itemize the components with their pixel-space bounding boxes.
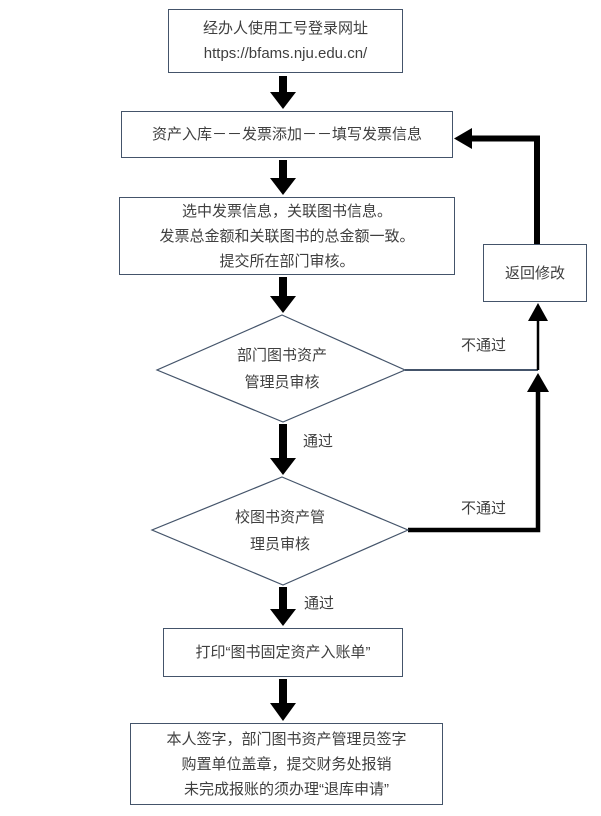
arrow-deptreview-to-schoolreview bbox=[270, 424, 296, 475]
invoice-box: 资产入库－－发票添加－－填写发票信息 bbox=[121, 111, 453, 158]
print-box: 打印“图书固定资产入账单” bbox=[163, 628, 403, 677]
return-modify-box: 返回修改 bbox=[483, 244, 587, 302]
school-review-text: 校图书资产管 理员审核 bbox=[152, 503, 408, 559]
arrow-print-to-final bbox=[270, 679, 296, 721]
line-schoolreview-fail bbox=[408, 373, 549, 533]
final-line2: 购置单位盖章，提交财务处报销 bbox=[181, 755, 392, 773]
login-url: https://bfams.nju.edu.cn/ bbox=[203, 45, 368, 62]
school-review-line2: 理员审核 bbox=[249, 536, 310, 553]
dept-review-line2: 管理员审核 bbox=[244, 374, 320, 391]
link-info-line1: 选中发票信息，关联图书信息。 bbox=[181, 202, 392, 220]
decision-dept-review bbox=[155, 314, 407, 423]
arrow-returnmodify-to-invoice bbox=[454, 128, 540, 245]
final-line1: 本人签字，部门图书资产管理员签字 bbox=[166, 730, 407, 748]
arrow-junction-to-returnmodify bbox=[528, 303, 548, 370]
start-text: 经办人使用工号登录网址 bbox=[202, 20, 368, 37]
link-info-line2: 发票总金额和关联图书的总金额一致。 bbox=[159, 227, 415, 245]
print-text: 打印“图书固定资产入账单” bbox=[195, 644, 371, 661]
link-info-box: 选中发票信息，关联图书信息。 发票总金额和关联图书的总金额一致。 提交所在部门审… bbox=[119, 197, 455, 275]
dept-review-text: 部门图书资产 管理员审核 bbox=[157, 341, 407, 397]
invoice-text: 资产入库－－发票添加－－填写发票信息 bbox=[151, 126, 422, 143]
arrow-start-to-invoice bbox=[270, 76, 296, 109]
start-box: 经办人使用工号登录网址 https://bfams.nju.edu.cn/ bbox=[168, 9, 403, 73]
final-box: 本人签字，部门图书资产管理员签字 购置单位盖章，提交财务处报销 未完成报账的须办… bbox=[130, 723, 443, 805]
label-fail-2: 不通过 bbox=[461, 500, 507, 517]
label-pass-2: 通过 bbox=[304, 595, 335, 612]
label-pass-1: 通过 bbox=[303, 433, 334, 450]
arrow-schoolreview-to-print bbox=[270, 587, 296, 626]
label-fail-1: 不通过 bbox=[461, 337, 507, 354]
arrow-linkinfo-to-deptreview bbox=[270, 277, 296, 313]
final-line3: 未完成报账的须办理“退库申请” bbox=[184, 780, 389, 798]
return-modify-text: 返回修改 bbox=[504, 264, 565, 282]
link-info-line3: 提交所在部门审核。 bbox=[219, 252, 355, 270]
school-review-line1: 校图书资产管 bbox=[234, 509, 325, 526]
arrow-invoice-to-linkinfo bbox=[270, 160, 296, 195]
decision-school-review bbox=[150, 476, 410, 586]
dept-review-line1: 部门图书资产 bbox=[236, 347, 327, 364]
